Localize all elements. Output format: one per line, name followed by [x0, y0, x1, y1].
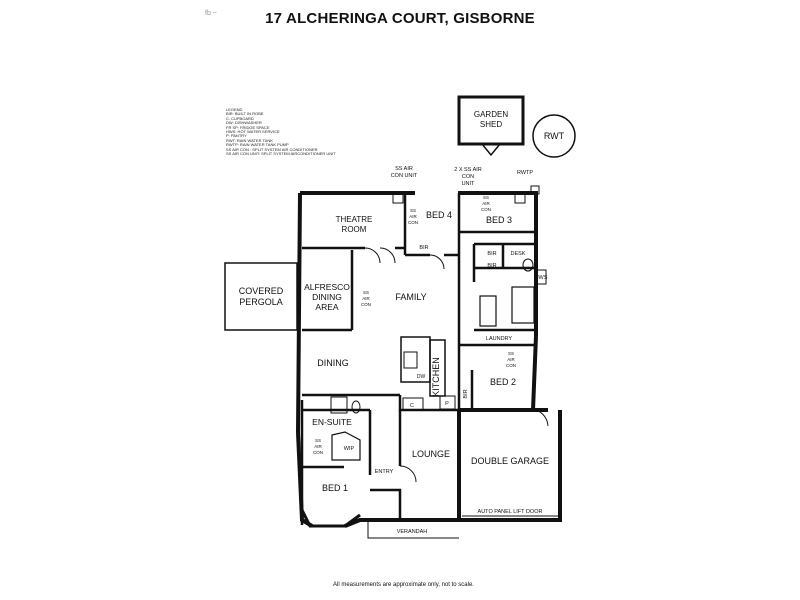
bir-label: BIR [487, 263, 496, 269]
legend-item: RWTP: RAIN WATER TANK PUMP [226, 142, 289, 148]
wip-label: WIP [344, 446, 355, 452]
ac-unit-box [514, 192, 526, 204]
theatre-label-2: ROOM [342, 225, 367, 234]
ensuite-toilet [351, 400, 361, 414]
legend-item: SS AIR CON UNIT: SPLIT SYSTEM AIRCONDITI… [226, 151, 336, 157]
alfresco-label-2: DINING [312, 292, 342, 302]
covered-pergola [224, 262, 298, 331]
bed3-label: BED 3 [486, 215, 512, 225]
verandah [367, 520, 459, 539]
legend: LEGEND BIR: BUILT IN ROBE C: CUPBOARD DW… [226, 107, 336, 157]
shed-door [481, 143, 501, 157]
pantry [439, 395, 456, 410]
two-ac-unit-label-3: UNIT [462, 181, 475, 187]
theatre-label-1: THEATRE [336, 215, 373, 224]
garage-label: DOUBLE GARAGE [471, 456, 549, 466]
bir-label: BIR [487, 251, 496, 257]
ac-label-2: AIR [409, 214, 417, 219]
garage-door [535, 409, 549, 427]
rwt-label: RWT [544, 131, 565, 141]
window-marks [305, 191, 475, 195]
verandah-label: VERANDAH [397, 529, 428, 535]
ac-label-2: AIR [482, 201, 490, 206]
kitchen-counter [429, 339, 446, 397]
kitchen-island [400, 336, 431, 383]
c-label: C [410, 403, 414, 409]
bathtub [511, 286, 535, 324]
shed-label-2: SHED [480, 120, 502, 129]
shed-label-1: GARDEN [474, 110, 508, 119]
ac-unit-label-1: SS AIR [395, 166, 413, 172]
bir-label: BIR [419, 245, 428, 251]
ac-label-2: AIR [507, 357, 515, 362]
legend-item: HWS: HOT WATER SERVICE [226, 129, 280, 135]
bir-label: BIR [463, 389, 469, 398]
ac-label-3: CON [408, 220, 418, 225]
family-door [364, 247, 396, 264]
alfresco-label-3: AREA [315, 302, 338, 312]
bed1-label: BED 1 [322, 483, 348, 493]
rain-water-tank [532, 114, 576, 158]
laundry-label: LAUNDRY [486, 336, 513, 342]
page-title: 17 ALCHERINGA COURT, GISBORNE [265, 10, 535, 27]
legend-item: BIR: BUILT IN ROBE [226, 111, 264, 117]
ac-label-1: SS [363, 290, 369, 295]
ac-label-2: AIR [314, 444, 322, 449]
ac-label-1: SS [315, 438, 321, 443]
ac-unit-label-2: CON UNIT [391, 173, 418, 179]
lounge-label: LOUNGE [412, 449, 450, 459]
legend-item: RWT: RAIN WATER TANK [226, 137, 273, 143]
kitchen-label: KITCHEN [431, 357, 441, 397]
pergola-label-2: PERGOLA [239, 297, 283, 307]
legend-item: SS AIR CON : SPLIT SYSTEM AIR CONDITIONE… [226, 146, 318, 152]
desk-label: DESK [511, 251, 526, 257]
ac-label-1: SS [483, 195, 489, 200]
legend-item: DW: DISHWASHER [226, 120, 262, 126]
alfresco-label-1: ALFRESCO [304, 282, 350, 292]
rwtp-box [530, 185, 540, 195]
disclaimer: All measurements are approximate only, n… [333, 582, 474, 588]
ac-label-3: CON [481, 207, 491, 212]
rwtp-label: RWTP [517, 170, 533, 176]
hws-unit [535, 269, 547, 285]
ac-label-2: AIR [362, 296, 370, 301]
bed4-label: BED 4 [426, 210, 452, 220]
ac-label-3: CON [506, 363, 516, 368]
ensuite-shower [330, 396, 348, 414]
entry-label: ENTRY [375, 469, 394, 475]
ac-unit-box [392, 192, 404, 204]
legend-item: FR SP: FRIDGE SPACE [226, 124, 270, 130]
internal-walls [300, 193, 536, 525]
dining-label: DINING [317, 358, 349, 368]
cupboard [402, 397, 424, 411]
p-label: P [445, 401, 449, 407]
kitchen-sink [403, 351, 418, 369]
toilet [522, 258, 534, 272]
auto-panel-label: AUTO PANEL LIFT DOOR [478, 509, 543, 515]
bay-window [300, 509, 361, 528]
legend-item: C: CUPBOARD [226, 115, 254, 121]
shower [479, 295, 497, 327]
legend-item: P: PANTRY [226, 133, 247, 139]
garden-shed [457, 95, 525, 146]
dw-label: DW [417, 374, 426, 380]
bed2-label: BED 2 [490, 377, 516, 387]
lounge-door [399, 465, 417, 483]
ac-label-1: SS [410, 208, 416, 213]
bir-door [429, 254, 445, 270]
legend-heading: LEGEND [226, 107, 243, 112]
pergola-label-1: COVERED [239, 286, 284, 296]
ac-label-3: CON [313, 450, 323, 455]
ac-label-3: CON [361, 302, 371, 307]
ac-label-1: SS [508, 351, 514, 356]
two-ac-unit-label-1: 2 X SS AIR [454, 167, 482, 173]
ensuite-label: EN-SUITE [312, 417, 352, 427]
two-ac-unit-label-2: CON [462, 174, 474, 180]
hws-label: HWS [535, 275, 548, 281]
family-label: FAMILY [395, 292, 426, 302]
wip-wall [331, 431, 361, 461]
scribble-mark: fb ~ [205, 10, 217, 17]
